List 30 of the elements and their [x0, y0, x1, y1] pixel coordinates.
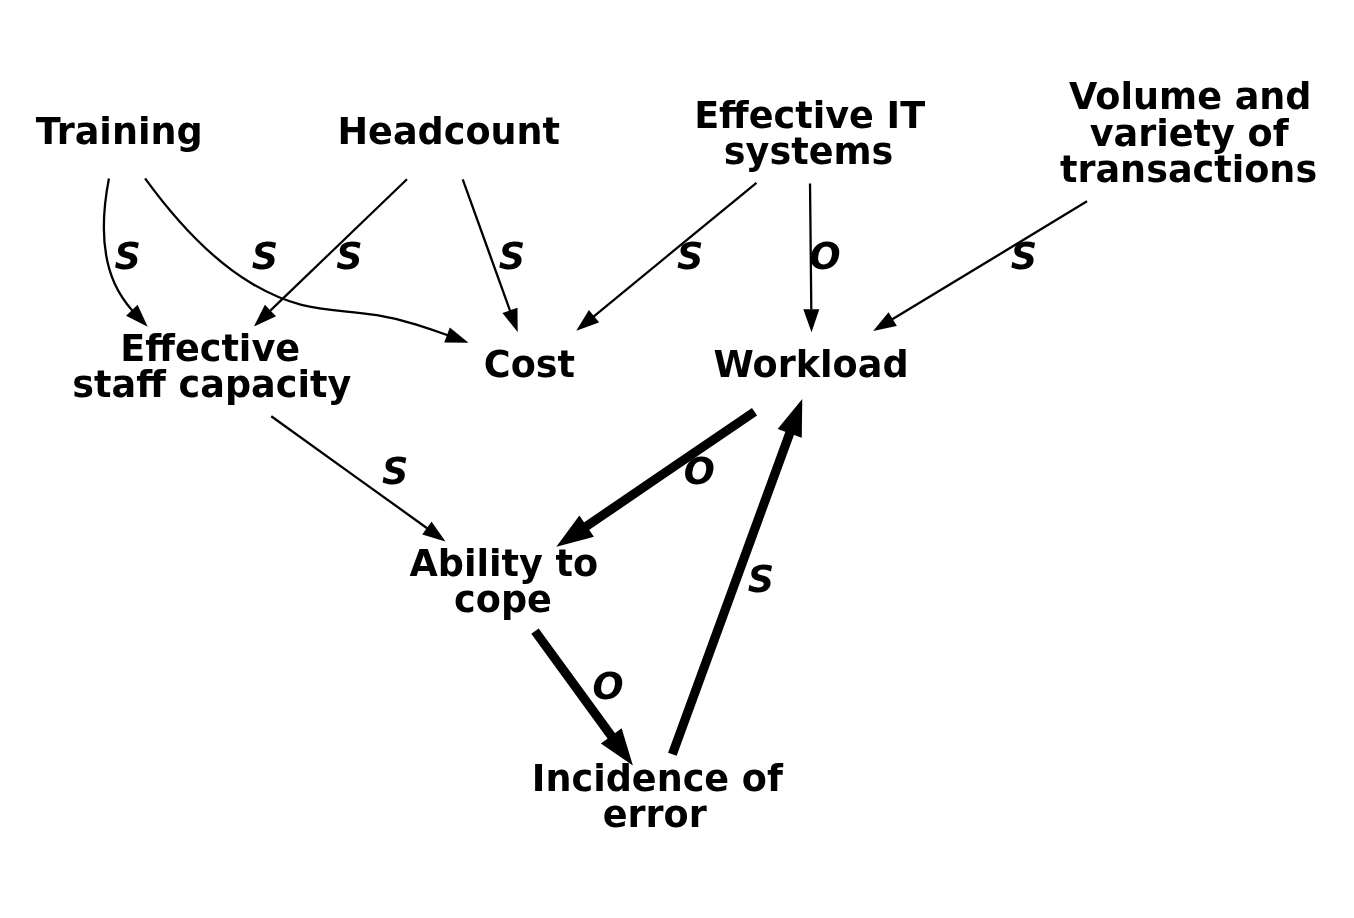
node-text: Ability to cope	[409, 541, 599, 621]
arrow	[803, 183, 820, 332]
arrow	[668, 398, 803, 756]
node-text: Volume and variety of transactions	[1059, 74, 1318, 191]
node-text: Cost	[483, 342, 576, 386]
arrow	[270, 414, 446, 541]
arrow	[531, 627, 633, 765]
arrow	[556, 407, 758, 547]
edge-label: S	[382, 449, 409, 493]
edge-label: O	[683, 449, 715, 493]
edge-label: S	[251, 234, 279, 278]
node-text: Incidence of error	[531, 756, 783, 836]
node-text: Training	[35, 109, 203, 153]
node-text: Workload	[713, 342, 909, 386]
arrow	[873, 199, 1088, 331]
arrow	[253, 177, 408, 326]
edge-label: S	[747, 557, 775, 601]
node-text: Headcount	[337, 109, 561, 153]
edge-label: O	[592, 664, 624, 708]
node-text: Effective IT systems	[694, 93, 926, 173]
arrow	[144, 177, 469, 343]
edge-label: S	[498, 234, 526, 278]
edge-label: S	[1010, 234, 1038, 278]
arrow	[102, 177, 148, 327]
arrow	[576, 181, 758, 331]
arrow	[461, 178, 518, 332]
edge-label: S	[677, 234, 704, 278]
node-text: Effective staff capacity	[72, 326, 352, 406]
edge-label: S	[336, 234, 363, 278]
edge-label: S	[114, 234, 141, 278]
